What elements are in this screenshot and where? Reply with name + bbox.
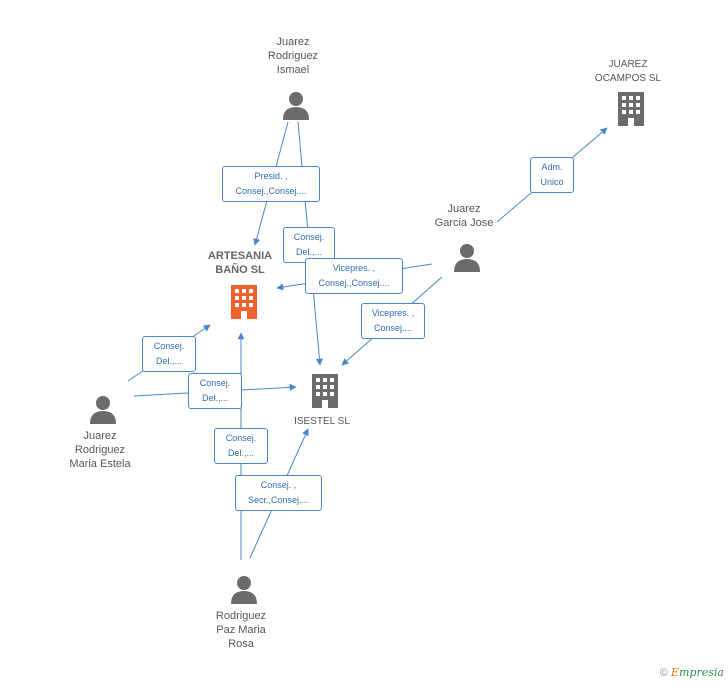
edge-label-maria-artesania[interactable]: Consej. Del.,...: [142, 336, 196, 372]
edge-label-rosa-isestel[interactable]: Consej. , Secr.,Consej....: [235, 475, 322, 511]
copyright-symbol: ©: [659, 667, 668, 679]
edge-label-maria-isestel[interactable]: Consej. Del.,...: [188, 373, 242, 409]
node-label-isestel[interactable]: ISESTEL SL: [294, 416, 350, 427]
building-icon[interactable]: [615, 92, 647, 126]
person-icon[interactable]: [229, 574, 259, 604]
edge-label-ismael-artesania[interactable]: Presid. , Consej.,Consej....: [222, 166, 320, 202]
edge-label-garcia-isestel[interactable]: Vicepres. , Consej....: [361, 303, 425, 339]
brand-logo[interactable]: Empresia: [671, 666, 724, 679]
node-label-juarez-ismael[interactable]: Juarez Rodriguez Ismael: [267, 36, 319, 76]
footer-brand: © Empresia: [660, 666, 724, 679]
node-label-artesania[interactable]: ARTESANIA BAÑO SL: [207, 250, 273, 276]
edge-label-garcia-artesania[interactable]: Vicepres. , Consej.,Consej....: [305, 258, 403, 294]
node-label-juarez-ocampos[interactable]: JUAREZ OCAMPOS SL: [594, 59, 662, 84]
person-icon[interactable]: [281, 90, 311, 120]
node-label-juarez-garcia[interactable]: Juarez Garcia Jose: [434, 203, 494, 229]
node-label-juarez-maria[interactable]: Juarez Rodriguez Maria Estela: [69, 430, 131, 470]
person-icon[interactable]: [88, 394, 118, 424]
building-icon[interactable]: [228, 285, 260, 319]
building-icon[interactable]: [309, 374, 341, 408]
person-icon[interactable]: [452, 242, 482, 272]
node-label-rodriguez-rosa[interactable]: Rodriguez Paz Maria Rosa: [215, 610, 267, 650]
edge-label-rosa-artesania[interactable]: Consej. Del.,...: [214, 428, 268, 464]
edge-label-garcia-ocampos[interactable]: Adm. Unico: [530, 157, 574, 193]
